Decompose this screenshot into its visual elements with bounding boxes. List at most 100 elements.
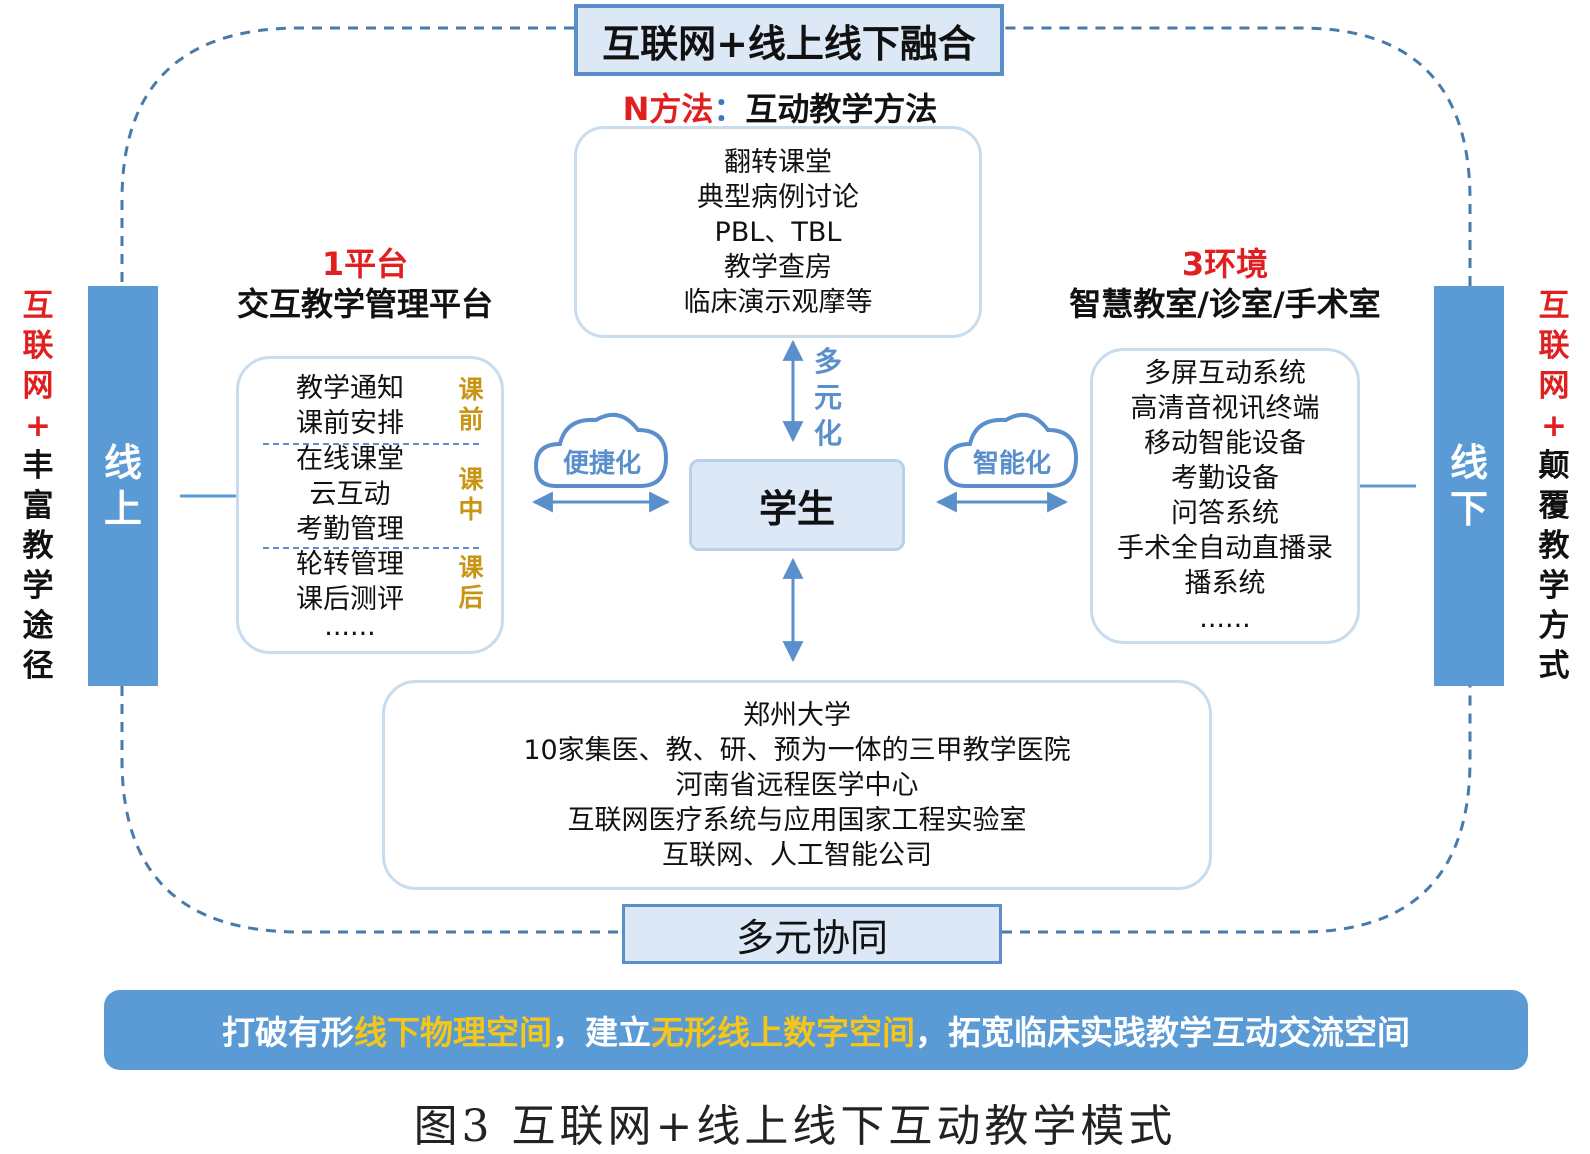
diversify-vertical-text: 多元化 (806, 344, 850, 452)
environment-title-red: 3环境 (1181, 245, 1269, 283)
header-title: 互联网+线上线下融合 (574, 4, 1004, 76)
left-outer-label: 互联网 + 丰富教学途径 (14, 286, 62, 686)
vertical-glyph: 覆 (1538, 488, 1570, 524)
vertical-glyph: 网 (1538, 368, 1570, 404)
methods-title-colon: ： (713, 90, 746, 128)
vertical-glyph: 互 (22, 288, 54, 324)
stage-in-class: 课中 (451, 465, 491, 525)
vertical-glyph: 上 (103, 487, 142, 531)
right-outer-red: 互联网 + (1530, 286, 1578, 446)
vertical-glyph: 学 (22, 568, 54, 604)
environment-item: 多屏互动系统 (1144, 358, 1306, 389)
cloud-label-convenience: 便捷化 (563, 449, 641, 479)
method-item: PBL、TBL (714, 216, 842, 248)
vertical-glyph: 多 (813, 345, 842, 378)
partners-box: 郑州大学 10家集医、教、研、预为一体的三甲教学医院 河南省远程医学中心 互联网… (382, 680, 1212, 890)
online-label: 线上 (104, 440, 142, 532)
platform-item: 教学通知 (296, 373, 404, 404)
environment-title: 3环境 智慧教室/诊室/手术室 (1060, 244, 1390, 324)
vertical-glyph: 化 (813, 417, 842, 450)
vertical-glyph: + (25, 408, 51, 444)
cloud-icon-convenience: 便捷化 (533, 412, 669, 488)
methods-title: N方法：互动教学方法 (560, 84, 1000, 130)
partner-item: 互联网医疗系统与应用国家工程实验室 (567, 804, 1027, 836)
platform-item: 轮转管理 (296, 549, 404, 580)
platform-box: 教学通知 课前安排 在线课堂 云互动 考勤管理 轮转管理 课后测评 ......… (236, 356, 504, 654)
vertical-glyph: 径 (22, 648, 54, 684)
method-item: 翻转课堂 (724, 146, 832, 178)
vertical-glyph: 联 (1538, 328, 1570, 364)
environment-item: 手术全自动直播录 (1117, 533, 1333, 564)
vertical-glyph: 前 (458, 405, 484, 434)
online-bar: 线上 (88, 286, 158, 686)
right-outer-label: 互联网 + 颠覆教学方式 (1530, 286, 1578, 686)
method-item: 典型病例讨论 (697, 181, 859, 213)
student-node: 学生 (689, 459, 905, 551)
synergy-label: 多元协同 (622, 904, 1002, 964)
environment-item: 高清音视讯终端 (1130, 393, 1320, 424)
left-outer-text: 丰富教学途径 (14, 446, 62, 686)
methods-title-red: N方法 (622, 90, 714, 128)
vertical-glyph: 课 (458, 553, 484, 582)
environment-item: ...... (1199, 603, 1251, 634)
vertical-glyph: 方 (1538, 608, 1570, 644)
stage-divider (263, 547, 479, 549)
vertical-glyph: 互 (1538, 288, 1570, 324)
figure-caption: 图3 互联网+线上线下互动教学模式 (413, 1101, 1177, 1152)
methods-box: 翻转课堂 典型病例讨论 PBL、TBL 教学查房 临床演示观摩等 (574, 126, 982, 338)
vertical-glyph: 学 (1538, 568, 1570, 604)
vertical-glyph: 后 (458, 583, 484, 612)
platform-item: 课后测评 (296, 584, 404, 615)
platform-item: ...... (324, 611, 376, 642)
stage-after-class: 课后 (451, 553, 491, 613)
vertical-glyph: 途 (22, 608, 54, 644)
partner-item: 河南省远程医学中心 (675, 769, 919, 801)
right-outer-text: 颠覆教学方式 (1530, 446, 1578, 686)
vertical-glyph: 课 (458, 465, 484, 494)
summary-banner: 打破有形线下物理空间，建立无形线上数字空间，拓宽临床实践教学互动交流空间 (104, 990, 1528, 1070)
stage-divider (263, 443, 479, 445)
diversify-label: 多元化 (806, 344, 850, 452)
vertical-glyph: + (1541, 408, 1567, 444)
offline-label: 线下 (1450, 440, 1488, 532)
vertical-glyph: 课 (458, 375, 484, 404)
cloud-icon-intelligence: 智能化 (943, 412, 1079, 488)
platform-title-red: 1平台 (321, 245, 409, 283)
banner-highlight-1: 线下物理空间 (354, 1013, 552, 1052)
left-outer-red: 互联网 + (14, 286, 62, 446)
vertical-glyph: 教 (22, 528, 54, 564)
banner-text-2: ，建立 (552, 1013, 651, 1052)
vertical-glyph: 线 (103, 441, 142, 485)
vertical-glyph: 元 (813, 381, 842, 414)
vertical-glyph: 教 (1538, 528, 1570, 564)
partner-item: 互联网、人工智能公司 (662, 839, 932, 871)
vertical-glyph: 下 (1449, 487, 1488, 531)
environment-item: 问答系统 (1171, 498, 1279, 529)
methods-title-rest: 互动教学方法 (745, 90, 938, 128)
platform-item: 云互动 (309, 479, 391, 510)
cloud-label-intelligence: 智能化 (973, 448, 1051, 479)
dashed-outer-frame (120, 26, 1472, 934)
vertical-glyph: 中 (458, 495, 484, 524)
vertical-glyph: 线 (1449, 441, 1488, 485)
platform-title-text: 交互教学管理平台 (236, 285, 493, 323)
method-item: 临床演示观摩等 (683, 286, 873, 318)
vertical-glyph: 联 (22, 328, 54, 364)
vertical-glyph: 式 (1538, 648, 1570, 684)
environment-title-text: 智慧教室/诊室/手术室 (1069, 285, 1381, 323)
platform-item: 课前安排 (296, 408, 404, 439)
environment-item: 播系统 (1184, 568, 1266, 599)
banner-text-3: ，拓宽临床实践教学互动交流空间 (915, 1013, 1410, 1052)
platform-title: 1平台 交互教学管理平台 (220, 244, 510, 324)
partner-item: 10家集医、教、研、预为一体的三甲教学医院 (523, 734, 1071, 766)
vertical-glyph: 富 (22, 488, 54, 524)
banner-highlight-2: 无形线上数字空间 (651, 1013, 915, 1052)
vertical-glyph: 网 (22, 368, 54, 404)
environment-item: 考勤设备 (1171, 463, 1279, 494)
vertical-glyph: 颠 (1538, 448, 1570, 484)
banner-text-1: 打破有形 (222, 1013, 354, 1052)
platform-item: 考勤管理 (296, 514, 404, 545)
vertical-glyph: 丰 (22, 448, 54, 484)
partner-item: 郑州大学 (743, 699, 851, 731)
